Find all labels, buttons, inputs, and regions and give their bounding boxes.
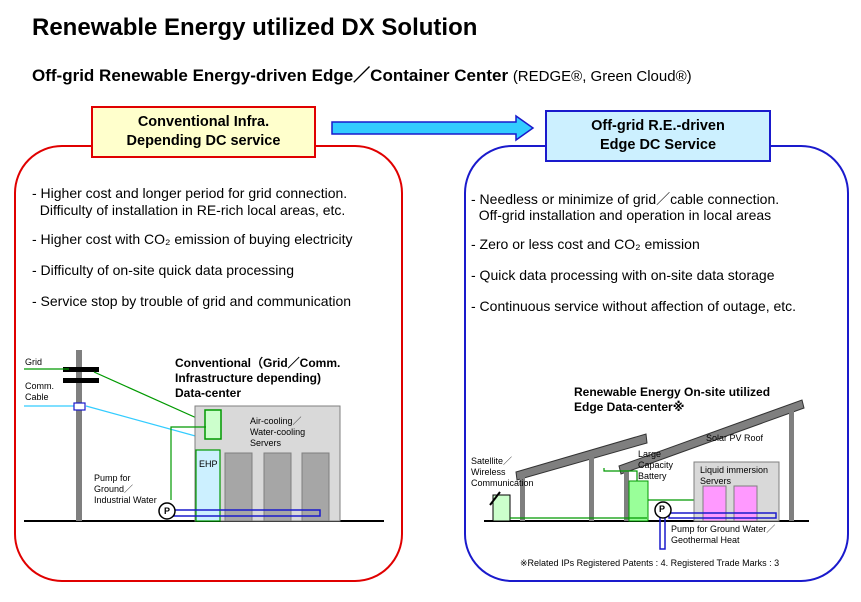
roof-pole <box>624 470 629 521</box>
satellite-dish-icon <box>489 491 501 506</box>
subtitle-main: Off-grid Renewable Energy-driven Edge／Co… <box>32 66 509 85</box>
conventional-dc-title: Data-center <box>175 386 242 400</box>
offgrid-bullet: - Continuous service without affection o… <box>471 298 797 314</box>
conventional-dc-diagram <box>24 350 384 522</box>
conventional-bullet: - Difficulty of on-site quick data proce… <box>32 262 294 278</box>
grid-wire <box>93 371 211 425</box>
pump-label: Geothermal Heat <box>671 535 740 545</box>
solar-panel-roof <box>515 433 648 481</box>
offgrid-dc-diagram <box>484 399 809 550</box>
offgrid-header-line2: Edge DC Service <box>599 137 717 153</box>
offgrid-bullet: Off-grid installation and operation in l… <box>471 207 772 223</box>
solar-roof-label: Solar PV Roof <box>706 433 764 443</box>
conventional-header: Conventional Infra. Depending DC service <box>91 106 316 158</box>
cooling-unit <box>204 409 222 440</box>
page-title: Renewable Energy utilized DX Solution <box>32 14 478 41</box>
battery-label: Large <box>638 449 662 459</box>
pump-label: Pump for Ground Water／ <box>671 524 776 534</box>
ehp-unit <box>195 449 221 522</box>
server-rack <box>263 452 292 522</box>
cooling-label: Water-cooling <box>250 427 306 437</box>
pump-label: Pump for <box>94 473 131 483</box>
offgrid-dc-title: Edge Data-center※ <box>574 400 685 414</box>
pump-symbol: P <box>659 504 666 514</box>
pump-label: Industrial Water <box>94 495 157 505</box>
pump-icon <box>654 501 672 519</box>
footnote: ※Related IPs Registered Patents : 4. Reg… <box>520 558 780 568</box>
comm-cable <box>85 405 211 441</box>
immersion-label: Servers <box>700 476 732 486</box>
roof-pole <box>589 454 594 521</box>
roof-pole <box>520 476 525 521</box>
conventional-dc-title: Infrastructure depending) <box>175 371 322 385</box>
conventional-bullet: - Higher cost with CO₂ emission of buyin… <box>32 231 353 247</box>
comm-label: Comm. <box>25 381 54 391</box>
server-rack <box>224 452 253 522</box>
cooling-label: Servers <box>250 438 282 448</box>
cooling-label: Air-cooling／ <box>250 416 302 426</box>
grid-label: Grid <box>25 357 43 367</box>
server-rack <box>301 452 330 522</box>
satellite-label: Communication <box>471 478 534 488</box>
satellite-label: Wireless <box>471 467 506 477</box>
transition-arrow-icon <box>331 114 535 142</box>
utility-pole <box>76 350 82 521</box>
conventional-bullet: - Service stop by trouble of grid and co… <box>32 293 352 309</box>
battery-unit <box>628 480 649 522</box>
conventional-dc-title: Conventional（Grid／Comm. <box>175 356 341 370</box>
immersion-tank <box>733 485 758 522</box>
pole-crossbar <box>63 378 99 383</box>
pump-icon <box>158 502 176 520</box>
subtitle-note: (REDGE®, Green Cloud®) <box>512 68 692 85</box>
offgrid-bullet: - Quick data processing with on-site dat… <box>471 267 775 283</box>
offgrid-bullet: - Needless or minimize of grid／cable con… <box>471 191 780 207</box>
conventional-bullet: Difficulty of installation in RE-rich lo… <box>32 202 346 218</box>
conventional-bullet: - Higher cost and longer period for grid… <box>32 185 348 201</box>
offgrid-dc-title: Renewable Energy On-site utilized <box>574 385 771 399</box>
pole-crossbar <box>63 367 99 372</box>
offgrid-header-line1: Off-grid R.E.-driven <box>591 118 725 134</box>
comm-junction <box>73 402 86 411</box>
satellite-unit <box>492 494 511 522</box>
conventional-header-line2: Depending DC service <box>126 133 281 149</box>
satellite-label: Satellite／ <box>471 456 513 466</box>
roof-pole <box>789 407 794 521</box>
immersion-tank <box>702 485 727 522</box>
ehp-label: EHP <box>199 459 218 469</box>
battery-label: Capacity <box>638 460 674 470</box>
pump-label: Ground／ <box>94 484 134 494</box>
battery-label: Battery <box>638 471 667 481</box>
offgrid-bullet: - Zero or less cost and CO₂ emission <box>471 236 700 252</box>
comm-label: Cable <box>25 392 49 402</box>
immersion-label: Liquid immersion <box>700 465 769 475</box>
offgrid-header: Off-grid R.E.-driven Edge DC Service <box>545 110 771 162</box>
conventional-header-line1: Conventional Infra. <box>137 114 270 130</box>
page-subtitle: Off-grid Renewable Energy-driven Edge／Co… <box>32 61 692 86</box>
pump-symbol: P <box>164 506 171 516</box>
